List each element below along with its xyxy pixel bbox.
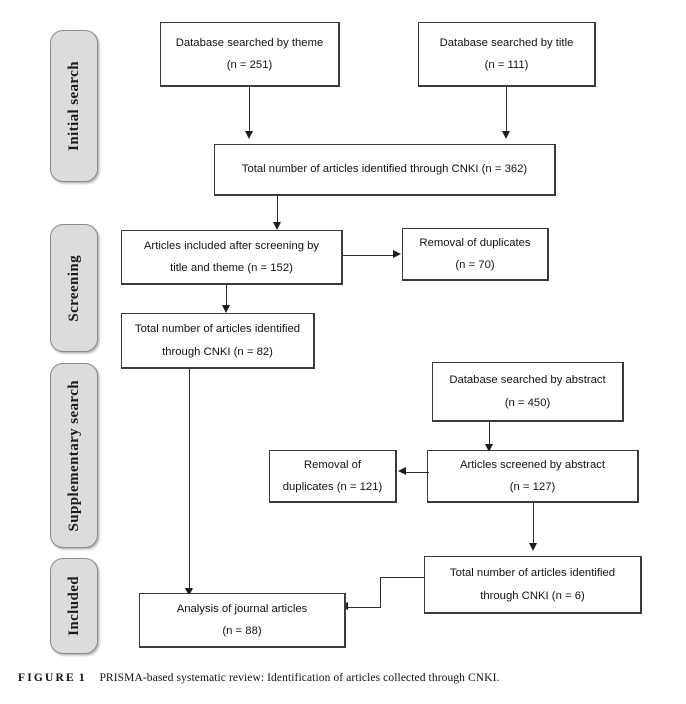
- stage-supplementary-search: Supplementary search: [50, 363, 98, 548]
- connector-title-to-total362: [506, 87, 508, 133]
- box-analysis-of-journal-articles: Analysis of journal articles (n = 88): [139, 593, 346, 648]
- box-total-articles-cnki-6: Total number of articles identified thro…: [424, 556, 642, 614]
- box-removal-of-duplicates-121: Removal of duplicates (n = 121): [269, 450, 397, 503]
- box-line-1: Total number of articles identified: [134, 323, 301, 336]
- stage-initial-search: Initial search: [50, 30, 98, 182]
- box-line-2: (n = 251): [226, 59, 273, 71]
- stage-label-screening: Screening: [65, 254, 82, 322]
- arrowhead-screening-to-removal70: [393, 250, 401, 258]
- box-database-searched-by-title: Database searched by title (n = 111): [418, 22, 596, 87]
- connector-abstract-to-screened: [489, 422, 491, 446]
- box-line-1: Removal of duplicates: [419, 236, 531, 249]
- box-line-2: (n = 111): [484, 59, 529, 71]
- connector-total6-elbow-bottom: [348, 607, 381, 609]
- box-database-searched-by-abstract: Database searched by abstract (n = 450): [432, 362, 624, 422]
- connector-screened-to-total6: [533, 503, 535, 545]
- arrowhead-total362-to-screening: [273, 222, 281, 230]
- connector-total82-to-analysis: [189, 369, 191, 590]
- arrowhead-screened-to-total6: [529, 543, 537, 551]
- box-line-2: (n = 450): [504, 396, 551, 409]
- stage-screening: Screening: [50, 224, 98, 352]
- connector-total6-elbow-top: [380, 577, 424, 579]
- stage-included: Included: [50, 558, 98, 654]
- stage-label-initial-search: Initial search: [65, 61, 82, 151]
- box-line-2: (n = 127): [509, 481, 556, 493]
- box-line-2: through CNKI (n = 82): [162, 345, 273, 358]
- connector-theme-to-total362: [249, 87, 251, 133]
- stage-label-supplementary-search: Supplementary search: [65, 379, 82, 532]
- arrowhead-title-to-total362: [502, 131, 510, 139]
- box-line-1: Database searched by abstract: [449, 374, 606, 387]
- box-line-2: duplicates (n = 121): [282, 481, 383, 493]
- connector-screening-to-total82: [226, 285, 228, 307]
- box-line-1: Analysis of journal articles: [176, 602, 308, 615]
- box-line-1: Articles screened by abstract: [459, 458, 606, 471]
- connector-screening-to-removal70: [343, 255, 394, 257]
- box-line-2: through CNKI (n = 6): [480, 589, 585, 602]
- box-removal-of-duplicates-70: Removal of duplicates (n = 70): [402, 228, 549, 281]
- box-articles-included-screening: Articles included after screening by tit…: [121, 230, 343, 285]
- arrowhead-screened-to-removal121: [398, 467, 406, 475]
- connector-total362-to-screening: [277, 196, 279, 224]
- box-line-2: title and theme (n = 152): [170, 262, 293, 274]
- arrowhead-screening-to-total82: [222, 305, 230, 313]
- figure-caption: FIGURE 1 PRISMA-based systematic review:…: [18, 672, 668, 684]
- figure-caption-text: PRISMA-based systematic review: Identifi…: [99, 672, 500, 684]
- box-line-1: Total number of articles identified thro…: [241, 163, 528, 176]
- box-database-searched-by-theme: Database searched by theme (n = 251): [160, 22, 340, 87]
- box-line-1: Total number of articles identified: [449, 567, 616, 580]
- box-line-1: Database searched by theme: [175, 36, 324, 49]
- box-line-1: Removal of: [303, 458, 362, 471]
- connector-total6-elbow-vertical: [380, 577, 382, 608]
- arrowhead-theme-to-total362: [245, 131, 253, 139]
- box-articles-screened-by-abstract: Articles screened by abstract (n = 127): [427, 450, 639, 503]
- figure-label-word: FIGURE: [18, 672, 76, 684]
- box-line-1: Articles included after screening by: [143, 239, 320, 252]
- box-line-1: Database searched by title: [439, 36, 574, 49]
- box-total-articles-cnki-82: Total number of articles identified thro…: [121, 313, 315, 369]
- figure-label-number: 1: [78, 672, 85, 684]
- arrowhead-total82-to-analysis: [185, 588, 193, 596]
- box-line-2: (n = 70): [455, 259, 495, 271]
- box-line-2: (n = 88): [222, 625, 262, 637]
- arrowhead-abstract-to-screened: [485, 444, 493, 452]
- box-total-articles-cnki-362: Total number of articles identified thro…: [214, 144, 556, 196]
- stage-label-included: Included: [65, 576, 82, 636]
- connector-screened-to-removal121: [406, 472, 429, 474]
